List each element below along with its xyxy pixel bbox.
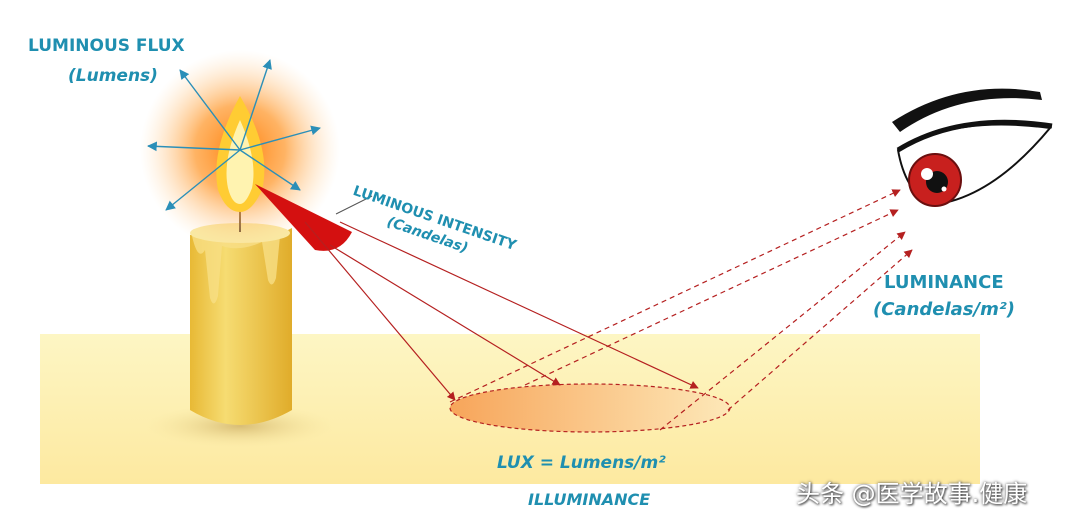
luminous-flux-label: LUMINOUS FLUX xyxy=(28,36,185,56)
intensity-pointer xyxy=(335,195,373,215)
luminance-unit: (Candelas/m²) xyxy=(873,299,1015,320)
luminous-flux-unit: (Lumens) xyxy=(68,66,158,86)
luminance-label: LUMINANCE xyxy=(884,272,1004,293)
incident-rays xyxy=(304,221,699,401)
lux-formula: LUX = Lumens/m² xyxy=(497,453,666,473)
reflected-rays xyxy=(449,189,913,431)
eye-icon xyxy=(892,88,1053,207)
flux-rays xyxy=(147,59,321,211)
illuminance-label: ILLUMINANCE xyxy=(528,490,651,509)
illuminated-area xyxy=(449,383,731,433)
watermark: 头条 @医学故事.健康 xyxy=(796,480,1028,508)
candle-shadow xyxy=(145,404,335,448)
intensity-cone xyxy=(255,184,352,251)
